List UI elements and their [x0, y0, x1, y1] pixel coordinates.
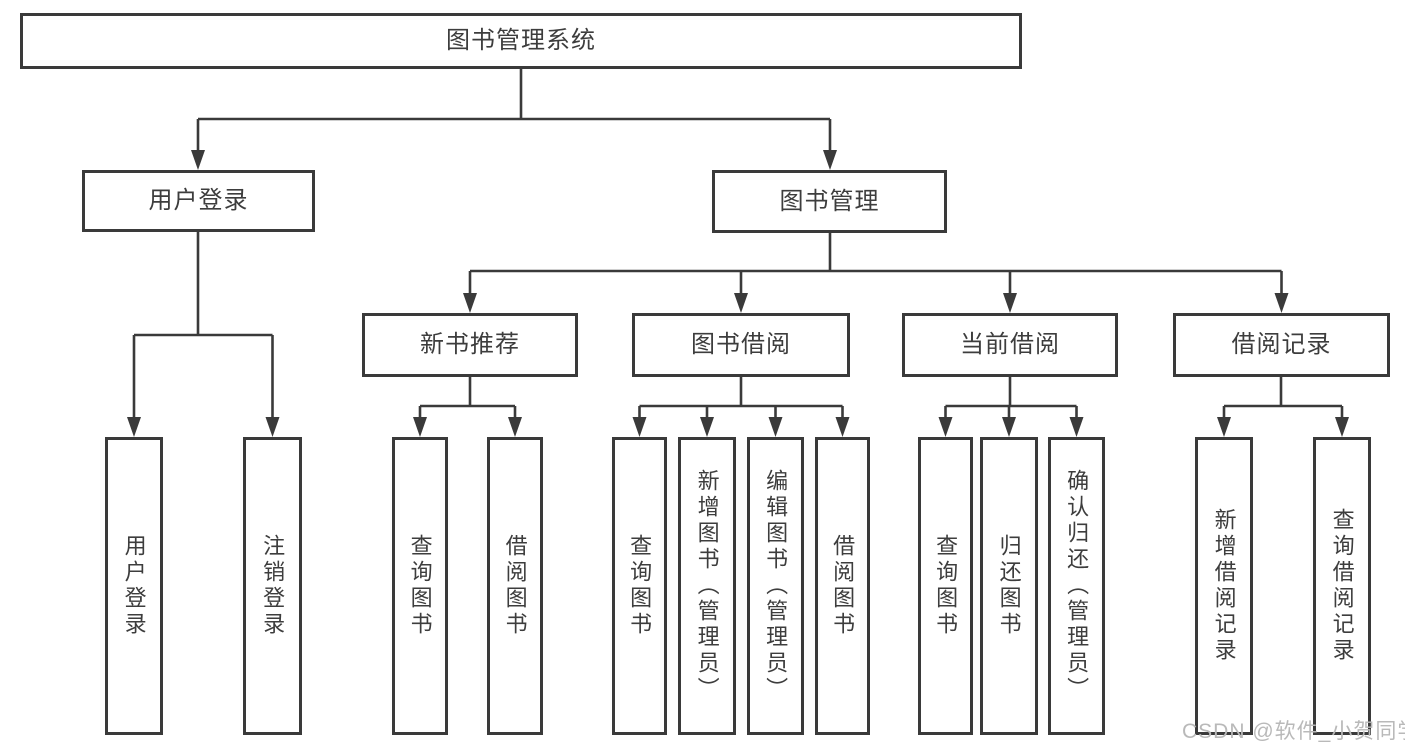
node-nb_query: 查询图书 [392, 437, 448, 735]
node-b_borrow: 借阅图书 [815, 437, 870, 735]
arrowhead-icon [734, 293, 748, 313]
arrowhead-icon [508, 417, 522, 437]
node-mgmt: 图书管理 [712, 170, 947, 233]
arrowhead-icon [1069, 417, 1084, 437]
arrowhead-icon [463, 293, 477, 313]
node-r_query: 查询借阅记录 [1313, 437, 1371, 735]
arrowhead-icon [265, 417, 280, 437]
node-logout_v: 注销登录 [243, 437, 302, 735]
node-records: 借阅记录 [1173, 313, 1390, 377]
node-login: 用户登录 [82, 170, 315, 232]
arrowhead-icon [1002, 417, 1016, 437]
node-borrow: 图书借阅 [632, 313, 850, 377]
node-newbook: 新书推荐 [362, 313, 578, 377]
node-nb_borrow: 借阅图书 [487, 437, 543, 735]
arrowhead-icon [1003, 293, 1017, 313]
node-current: 当前借阅 [902, 313, 1118, 377]
arrowhead-icon [823, 150, 837, 170]
node-b_add: 新增图书（管理员） [678, 437, 736, 735]
node-r_add: 新增借阅记录 [1195, 437, 1253, 735]
arrowhead-icon [632, 417, 647, 437]
arrowhead-icon [835, 417, 850, 437]
node-c_query: 查询图书 [918, 437, 973, 735]
arrowhead-icon [938, 417, 953, 437]
arrowhead-icon [127, 417, 141, 437]
node-root: 图书管理系统 [20, 13, 1022, 69]
arrowhead-icon [1274, 293, 1289, 313]
watermark: CSDN @软件_小贺同学 [1182, 720, 1405, 743]
arrowhead-icon [768, 417, 783, 437]
arrowhead-icon [191, 150, 205, 170]
node-b_query: 查询图书 [612, 437, 667, 735]
node-c_confirm: 确认归还（管理员） [1048, 437, 1105, 735]
arrowhead-icon [413, 417, 427, 437]
node-b_edit: 编辑图书（管理员） [747, 437, 804, 735]
node-c_return: 归还图书 [980, 437, 1038, 735]
arrowhead-icon [1335, 417, 1349, 437]
arrowhead-icon [700, 417, 714, 437]
arrowhead-icon [1217, 417, 1231, 437]
node-login_v: 用户登录 [105, 437, 163, 735]
